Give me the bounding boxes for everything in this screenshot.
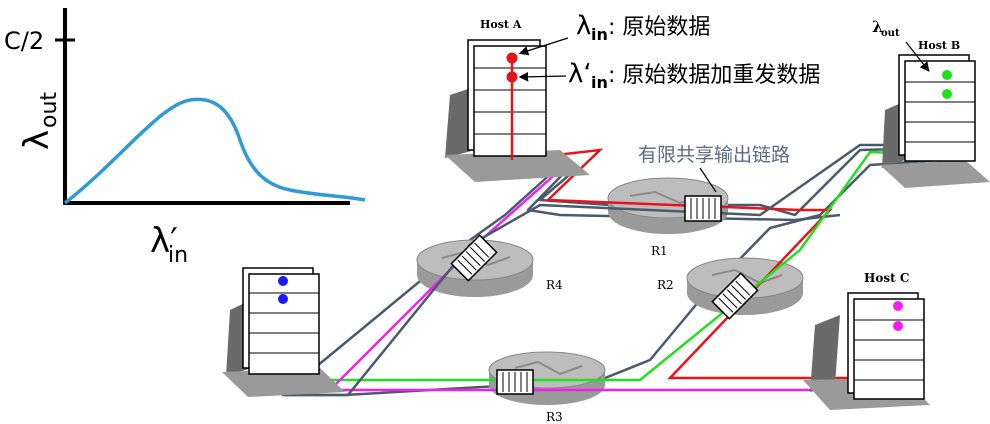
link-outline <box>283 146 942 397</box>
router-r1-label: R1 <box>651 244 668 258</box>
throughput-graph: C/2 λ out λ′ in <box>4 8 366 268</box>
buffer-r2 <box>711 272 759 320</box>
throughput-curve <box>63 97 366 205</box>
host-left-dot-top <box>278 276 288 286</box>
lambda-in-prime-arrow <box>518 72 567 82</box>
legend-lambda-in: λ in : 原始数据 <box>576 11 710 44</box>
network-links <box>283 146 942 397</box>
legend-lambda-in-text: : 原始数据 <box>608 15 710 40</box>
legend-lambda-in-prime-main: λ‘ <box>568 59 592 89</box>
host-left-dot-bottom <box>278 294 288 304</box>
graph-y-tick-label: C/2 <box>4 27 44 55</box>
legend-lambda-in-main: λ <box>576 11 591 41</box>
link-label: 有限共享输出链路 <box>638 144 790 166</box>
graph-x-label-main: λ′ <box>150 221 178 261</box>
host-c-label: Host C <box>864 271 909 285</box>
buffer-r1 <box>684 195 722 222</box>
router-r2-label: R2 <box>657 278 674 292</box>
host-c-dot-top <box>893 301 903 311</box>
router-r4-label: R4 <box>546 278 563 292</box>
host-a-label: Host A <box>480 18 522 31</box>
legend-lambda-in-prime-text: : 原始数据加重发数据 <box>608 63 820 88</box>
lambda-in-arrow <box>518 37 569 56</box>
buffer-r4 <box>450 234 498 282</box>
lambda-out-main: λ <box>872 17 883 36</box>
graph-x-label-sub: in <box>168 243 188 268</box>
legend-lambda-in-prime: λ‘ in : 原始数据加重发数据 <box>568 59 820 92</box>
graph-y-label-sub: out <box>37 92 62 128</box>
link-label-arrow <box>699 167 717 193</box>
lambda-out-arrow <box>905 41 930 72</box>
lambda-out-label: λ out <box>872 17 900 39</box>
host-left <box>222 267 345 397</box>
legend-lambda-in-prime-sub: in <box>591 73 608 92</box>
host-c-dot-bottom <box>893 321 903 331</box>
lambda-out-sub: out <box>881 28 900 39</box>
graph-y-label: λ out <box>17 92 62 150</box>
router-r3-label: R3 <box>546 410 563 424</box>
host-b <box>880 54 990 188</box>
graph-y-label-main: λ <box>17 130 57 150</box>
host-b-dot-top <box>942 70 952 80</box>
buffer-r3 <box>496 369 534 395</box>
host-b-dot-bottom <box>942 89 952 99</box>
host-b-label: Host B <box>918 39 960 52</box>
host-c <box>803 292 930 410</box>
host-a <box>445 39 590 182</box>
legend-lambda-in-sub: in <box>591 25 608 44</box>
